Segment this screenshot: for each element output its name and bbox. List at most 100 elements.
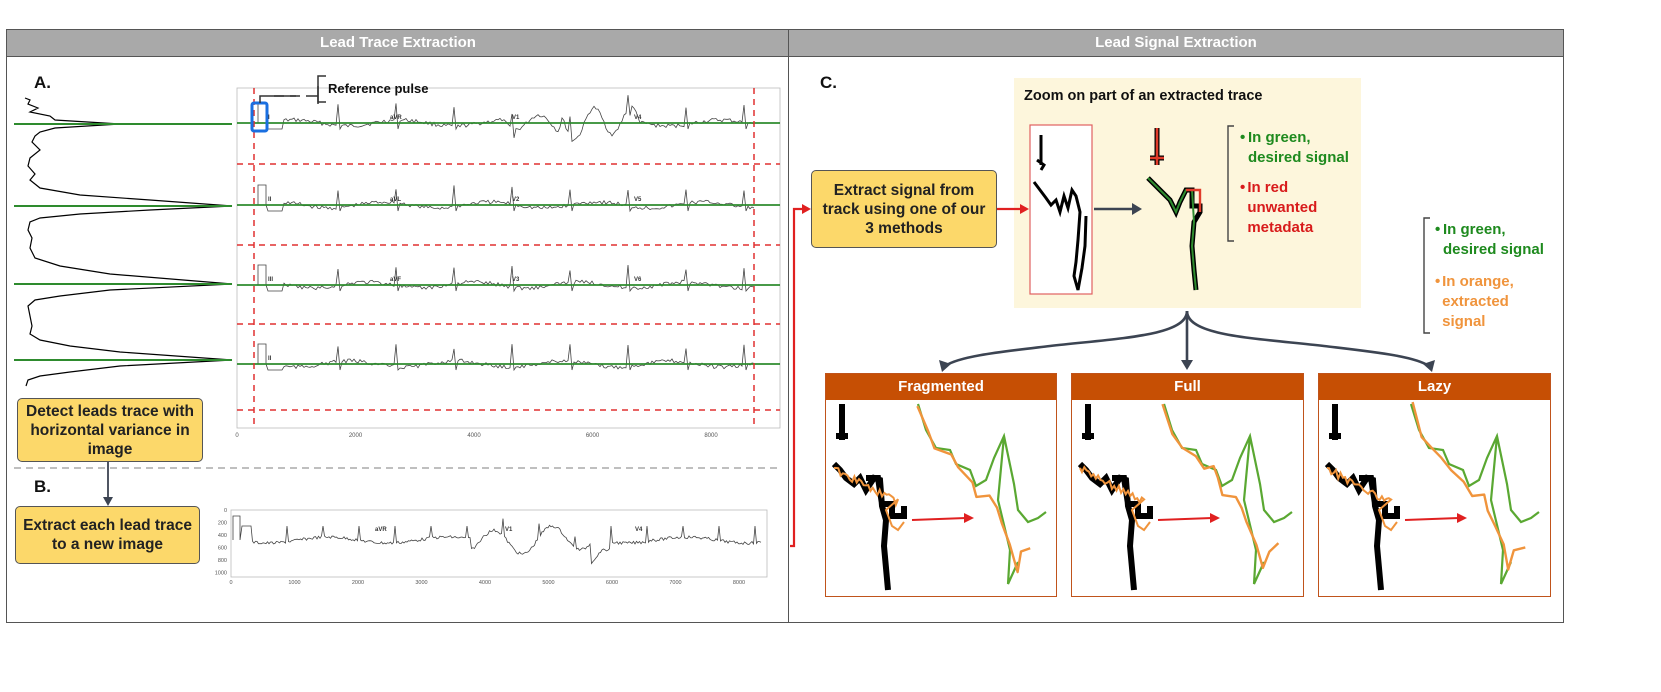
method-extracted-trace xyxy=(1079,465,1151,532)
method-lazy-plot xyxy=(1324,401,1540,591)
profile-peak-lines xyxy=(14,123,232,361)
extract-trace-text: Extract each lead trace to a new image xyxy=(23,517,192,553)
ecg-x-tick: 0 xyxy=(235,433,239,439)
method-fragmented-plot xyxy=(831,403,1047,591)
lead-to-signal-arrow xyxy=(790,207,805,548)
method-branch-arrows xyxy=(944,310,1430,368)
lead-x-tick: 7000 xyxy=(669,580,681,586)
method-arrowhead xyxy=(964,513,974,523)
lead-y-tick: 0 xyxy=(224,508,227,514)
method-full-panel: Full xyxy=(1071,373,1304,597)
detect-leads-box: Detect leads trace with horizontal varia… xyxy=(17,398,203,462)
method-lazy-title: Lazy xyxy=(1319,374,1550,400)
method-arrow xyxy=(1404,517,1460,521)
detect-leads-text: Detect leads trace with horizontal varia… xyxy=(26,402,194,458)
ecg-x-axis: 0 2000 4000 6000 8000 xyxy=(235,433,718,439)
right-legend-orange: •In orange, extracted signal xyxy=(1435,273,1514,330)
ecg-lead-label: V5 xyxy=(634,197,642,203)
ecg-lead-label: II xyxy=(268,197,272,203)
reference-pulse-label: Reference pulse xyxy=(328,81,429,96)
single-lead-label: V4 xyxy=(635,527,643,533)
section-label-a: A. xyxy=(34,73,51,92)
single-lead-path xyxy=(232,515,762,565)
method-binary-trace xyxy=(1324,404,1400,591)
reference-pulse-bracket xyxy=(259,86,319,104)
ecg-lead-label: V4 xyxy=(634,115,642,121)
ecg-image-frame xyxy=(236,87,781,429)
ecg-x-tick: 8000 xyxy=(704,433,718,439)
method-fragmented-panel: Fragmented xyxy=(825,373,1057,597)
method-extracted-trace xyxy=(1326,467,1398,532)
ecg-trace-row xyxy=(257,95,755,143)
lead-x-tick: 8000 xyxy=(733,580,745,586)
ecg-trace-row xyxy=(257,343,755,372)
section-label-b: B. xyxy=(34,477,51,496)
single-lead-x-axis: 0 1000 2000 3000 4000 5000 6000 7000 8000 xyxy=(229,580,745,586)
lead-y-tick: 200 xyxy=(218,521,227,527)
single-lead-trace xyxy=(232,515,762,565)
method-orange-signal xyxy=(916,405,1031,574)
method-lazy-panel: Lazy xyxy=(1318,373,1551,597)
ecg-lead-label: V1 xyxy=(512,115,520,121)
ecg-lead-label: aVL xyxy=(390,197,402,203)
zoom-legend-green: •In green, desired signal xyxy=(1240,129,1349,166)
ecg-lead-label: aVR xyxy=(390,115,402,121)
method-binary-trace xyxy=(1077,404,1153,591)
ecg-lead-label: V3 xyxy=(512,277,520,283)
ecg-x-tick: 4000 xyxy=(467,433,481,439)
lead-x-tick: 5000 xyxy=(542,580,554,586)
extract-signal-box: Extract signal from track using one of o… xyxy=(811,170,997,248)
zoom-legend-red: •In red unwanted metadata xyxy=(1240,179,1318,236)
lead-center-lines xyxy=(237,122,780,365)
ecg-trace-row xyxy=(257,184,755,213)
method-green-signal xyxy=(1162,403,1293,585)
zoom-legend: •In green, desired signal •In red unwant… xyxy=(1240,128,1360,238)
lead-y-tick: 600 xyxy=(218,546,227,552)
single-lead-label: aVR xyxy=(375,527,387,533)
single-lead-frame xyxy=(230,509,768,578)
lead-signal-extraction-title: Lead Signal Extraction xyxy=(789,30,1563,57)
lead-x-tick: 3000 xyxy=(415,580,427,586)
extract-trace-box: Extract each lead trace to a new image xyxy=(15,506,200,564)
lead-separators xyxy=(237,88,780,428)
lead-x-tick: 2000 xyxy=(352,580,364,586)
method-extracted-trace xyxy=(833,466,905,532)
ecg-lead-label: V6 xyxy=(634,277,642,283)
extract-signal-text: Extract signal from track using one of o… xyxy=(822,181,986,237)
method-full-plot xyxy=(1077,403,1293,591)
right-graphics xyxy=(790,124,1435,548)
method-fragmented-title: Fragmented xyxy=(826,374,1056,400)
method-green-signal xyxy=(1409,403,1540,585)
method-arrow xyxy=(911,517,967,521)
method-green-signal xyxy=(916,403,1047,585)
ecg-lead-label: aVF xyxy=(390,277,402,283)
single-lead-label: V1 xyxy=(505,527,513,533)
method-arrowhead xyxy=(1457,513,1467,523)
ecg-x-tick: 2000 xyxy=(349,433,363,439)
method-orange-signal xyxy=(1161,403,1280,570)
method-full-title: Full xyxy=(1072,374,1303,400)
ecg-lead-label: II xyxy=(268,356,272,362)
section-label-c: C. xyxy=(820,73,837,92)
method-arrowhead xyxy=(1210,513,1220,523)
zoom-title: Zoom on part of an extracted trace xyxy=(1024,88,1263,104)
ecg-trace-row xyxy=(257,264,755,293)
lead-x-tick: 0 xyxy=(229,580,232,586)
horizontal-variance-profile xyxy=(24,97,233,387)
lead-x-tick: 4000 xyxy=(479,580,491,586)
method-binary-trace xyxy=(831,404,907,591)
lead-trace-extraction-title: Lead Trace Extraction xyxy=(7,30,789,57)
ecg-lead-label: I xyxy=(268,115,270,121)
ecg-traces xyxy=(257,95,755,372)
lead-x-tick: 1000 xyxy=(288,580,300,586)
method-orange-signal xyxy=(1411,401,1526,571)
ecg-lead-label: III xyxy=(268,277,274,283)
lead-y-tick: 800 xyxy=(218,558,227,564)
ecg-x-tick: 6000 xyxy=(586,433,600,439)
right-legend-green: •In green, desired signal xyxy=(1435,221,1544,258)
lead-x-tick: 6000 xyxy=(606,580,618,586)
right-legend: •In green, desired signal •In orange, ex… xyxy=(1435,220,1555,332)
ecg-lead-label: V2 xyxy=(512,197,520,203)
